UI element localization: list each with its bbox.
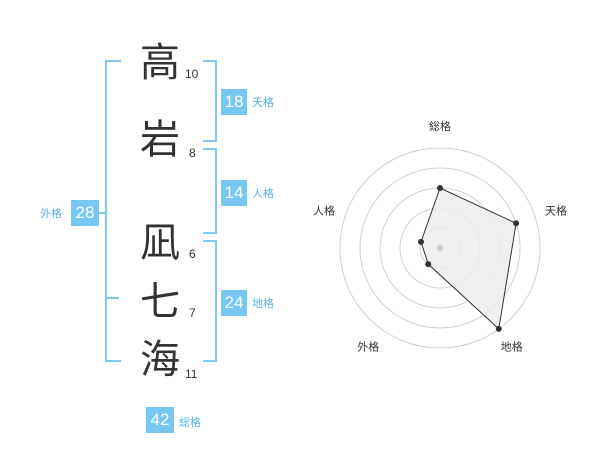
soukaku-value: 42 xyxy=(146,407,174,433)
radar-axis-label-3: 地格 xyxy=(501,340,523,354)
chikaku-label: 地格 xyxy=(252,297,274,310)
radar-ring xyxy=(339,147,541,349)
radar-point-4 xyxy=(425,261,432,268)
name-char-4: 七 xyxy=(140,279,180,325)
stroke-count-5: 11 xyxy=(185,367,198,381)
radar-series-area xyxy=(420,187,517,330)
radar-points xyxy=(417,185,520,332)
soukaku-label: 総格 xyxy=(179,416,201,429)
tenkaku-value: 18 xyxy=(221,89,247,115)
tenkaku-label: 天格 xyxy=(252,96,274,109)
chikaku-value: 24 xyxy=(221,290,247,316)
radar-ring xyxy=(359,167,521,329)
gaikaku-connector xyxy=(97,212,105,214)
radar-point-5 xyxy=(417,238,424,245)
name-char-2: 岩 xyxy=(140,117,180,163)
tenkaku-bracket xyxy=(203,60,217,142)
name-char-5: 海 xyxy=(140,337,180,383)
stroke-count-4: 7 xyxy=(189,306,196,320)
gaikaku-value: 28 xyxy=(71,200,99,226)
radar-point-3 xyxy=(495,325,502,332)
jinkaku-bracket xyxy=(203,148,217,234)
gaikaku-label: 外格 xyxy=(40,207,62,220)
gaikaku-bracket-mid-tick xyxy=(105,297,119,299)
radar-axis-label-4: 外格 xyxy=(357,340,379,354)
radar-center-dot xyxy=(437,245,443,251)
gaikaku-bracket xyxy=(105,60,121,362)
radar-axis-label-1: 総格 xyxy=(429,119,451,133)
radar-axis-label-2: 天格 xyxy=(545,203,567,217)
radar-axis-label-5: 人格 xyxy=(313,203,335,217)
jinkaku-label: 人格 xyxy=(252,187,274,200)
stroke-count-2: 8 xyxy=(189,146,196,160)
jinkaku-value: 14 xyxy=(221,180,247,206)
name-char-3: 凪 xyxy=(140,220,180,266)
radar-point-2 xyxy=(513,220,520,227)
radar-point-1 xyxy=(437,185,443,191)
stroke-count-1: 10 xyxy=(185,67,199,81)
chikaku-bracket xyxy=(203,240,217,362)
name-char-1: 高 xyxy=(140,40,180,86)
stroke-count-3: 6 xyxy=(189,247,196,261)
